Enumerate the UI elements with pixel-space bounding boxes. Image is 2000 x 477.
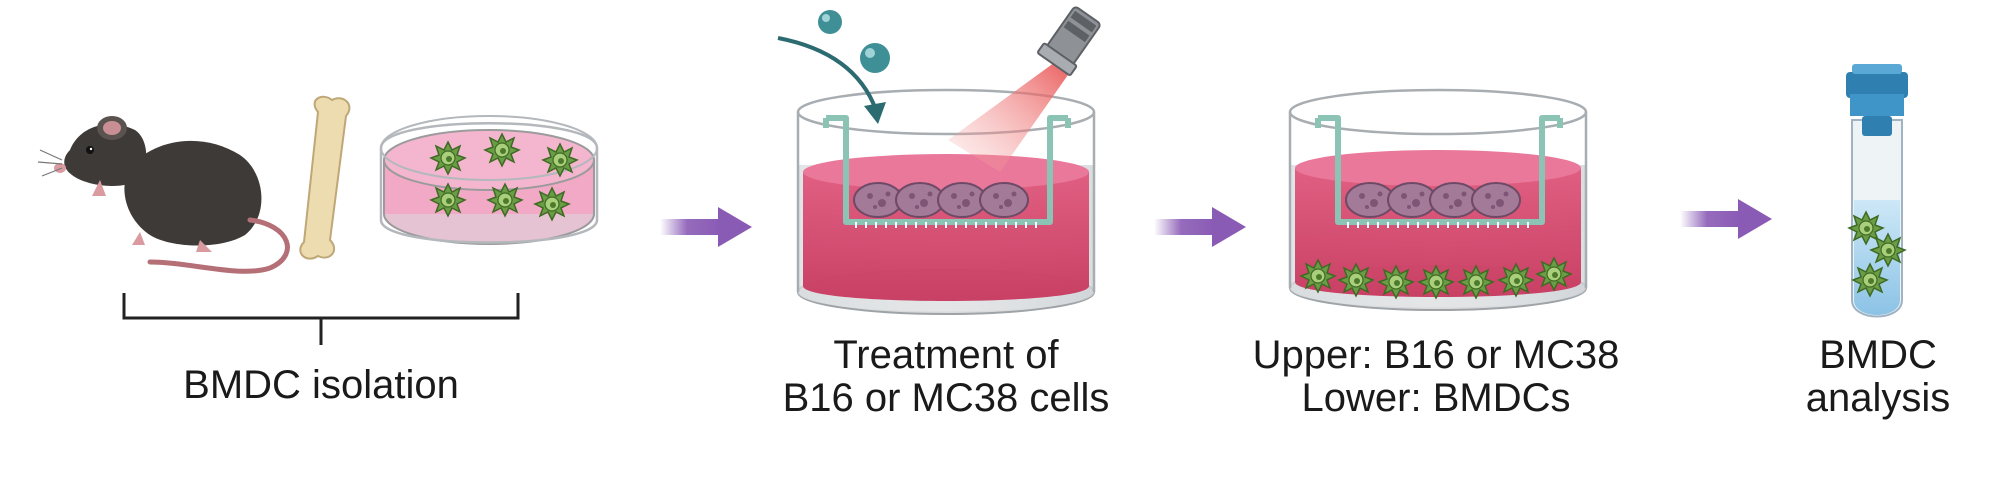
isolation-bracket xyxy=(122,293,520,345)
culture-tube-icon xyxy=(1846,64,1908,318)
transwell-icon xyxy=(796,88,1096,315)
caption-line: BMDC isolation xyxy=(183,363,459,407)
bone-icon xyxy=(299,95,351,260)
step-caption-isolation: BMDC isolation xyxy=(121,364,521,407)
arrow-right-icon xyxy=(1154,207,1246,247)
caption-line: Upper: B16 or MC38 xyxy=(1252,333,1620,377)
step-caption-treatment: Treatment of B16 or MC38 cells xyxy=(736,334,1156,420)
step-caption-coculture: Upper: B16 or MC38 Lower: BMDCs xyxy=(1216,334,1656,420)
arrow-right-icon xyxy=(1680,199,1772,239)
transwell-icon xyxy=(1288,88,1588,311)
caption-line: BMDC xyxy=(1819,333,1937,377)
caption-line: Lower: BMDCs xyxy=(1301,376,1571,420)
caption-line: analysis xyxy=(1805,376,1951,420)
caption-line: Treatment of xyxy=(833,333,1059,377)
caption-line: B16 or MC38 cells xyxy=(782,376,1110,420)
step-caption-analysis: BMDC analysis xyxy=(1780,334,1976,420)
mouse-icon xyxy=(37,116,290,274)
treatment-particles xyxy=(777,10,890,124)
petri-dish-icon xyxy=(379,115,599,245)
arrow-right-icon xyxy=(660,207,752,247)
irradiation-lamp-icon xyxy=(948,6,1101,172)
